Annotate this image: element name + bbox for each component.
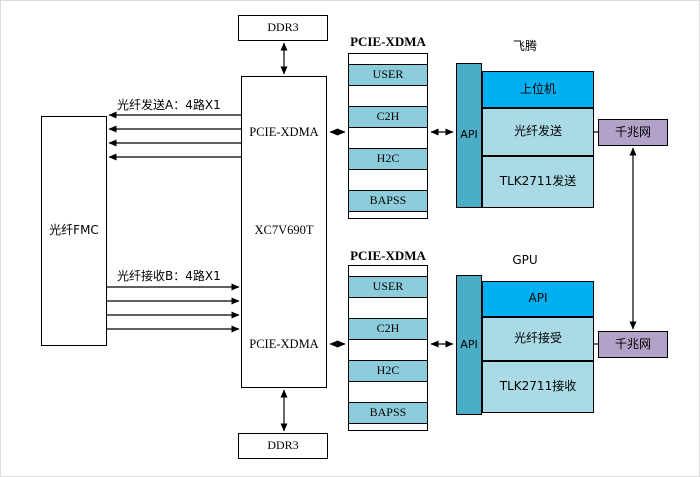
stack-row-user: USER bbox=[348, 276, 428, 298]
feiteng-api-bar: API bbox=[456, 63, 482, 208]
fpga-pcie-top-label: PCIE-XDMA bbox=[249, 125, 319, 139]
stack-row-user: USER bbox=[348, 64, 428, 86]
gpu-row-api: API bbox=[482, 281, 594, 317]
feiteng-title: 飞腾 bbox=[512, 39, 537, 53]
feiteng-row-host: 上位机 bbox=[482, 71, 594, 108]
ddr3-bottom-box: DDR3 bbox=[238, 433, 328, 459]
gpu-api-bar: API bbox=[456, 275, 482, 415]
stack-row-c2h: C2H bbox=[348, 106, 428, 128]
stack-row-bapss: BAPSS bbox=[348, 190, 428, 212]
stack-row-c2h: C2H bbox=[348, 318, 428, 340]
gpu-row-fiber-recv: 光纤接受 bbox=[482, 317, 594, 361]
stack-row-h2c: H2C bbox=[348, 360, 428, 382]
stack-top-box: USER C2H H2C BAPSS bbox=[348, 53, 428, 219]
gigabit-net-top-box: 千兆网 bbox=[598, 119, 668, 146]
stack-bottom-title: PCIE-XDMA bbox=[350, 248, 426, 263]
ddr3-top-box: DDR3 bbox=[238, 15, 328, 41]
feiteng-row-tlk-send: TLK2711发送 bbox=[482, 156, 594, 208]
stack-row-h2c: H2C bbox=[348, 148, 428, 170]
gpu-title: GPU bbox=[512, 253, 538, 267]
feiteng-row-fiber-send: 光纤发送 bbox=[482, 108, 594, 156]
stack-row-bapss: BAPSS bbox=[348, 402, 428, 424]
fiber-recv-label: 光纤接收B：4路X1 bbox=[117, 269, 221, 283]
fpga-chip-label: XC7V690T bbox=[254, 223, 314, 237]
gigabit-net-bottom-box: 千兆网 bbox=[598, 331, 668, 358]
gpu-row-tlk-recv: TLK2711接收 bbox=[482, 361, 594, 413]
stack-bottom-box: USER C2H H2C BAPSS bbox=[348, 265, 428, 431]
stack-top-title: PCIE-XDMA bbox=[350, 34, 426, 49]
fiber-send-label: 光纤发送A：4路X1 bbox=[117, 98, 221, 112]
fpga-pcie-bottom-label: PCIE-XDMA bbox=[249, 337, 319, 351]
fiber-fmc-box: 光纤FMC bbox=[41, 116, 107, 346]
fpga-box: PCIE-XDMA XC7V690T PCIE-XDMA bbox=[241, 76, 327, 388]
